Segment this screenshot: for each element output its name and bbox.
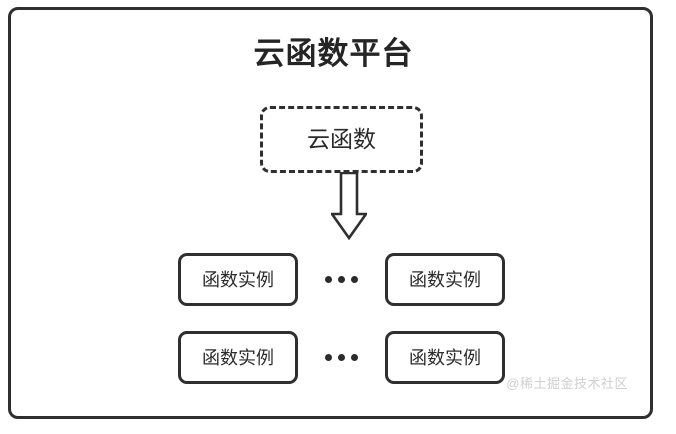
function-instance-label: 函数实例	[202, 347, 274, 368]
ellipsis-dot	[338, 276, 345, 283]
function-instance-node: 函数实例	[178, 331, 298, 384]
down-block-arrow-icon	[329, 171, 369, 241]
ellipsis-dot	[338, 354, 345, 361]
watermark: @稀土掘金技术社区	[506, 376, 628, 391]
cloud-function-label: 云函数	[307, 126, 376, 152]
cloud-function-node: 云函数	[260, 106, 423, 173]
function-instance-label: 函数实例	[409, 347, 481, 368]
platform-title: 云函数平台	[253, 36, 414, 71]
ellipsis-dot	[351, 276, 358, 283]
cloud-function-platform-frame: 云函数平台 云函数 函数实例 函数实例 函数实例	[8, 7, 653, 419]
ellipsis-dot	[351, 354, 358, 361]
ellipsis-icon	[320, 354, 364, 361]
function-instance-label: 函数实例	[409, 269, 481, 290]
ellipsis-dot	[325, 354, 332, 361]
function-instance-row: 函数实例 函数实例	[178, 253, 505, 306]
ellipsis-dot	[325, 276, 332, 283]
function-instance-label: 函数实例	[202, 269, 274, 290]
function-instance-row: 函数实例 函数实例	[178, 331, 505, 384]
function-instance-node: 函数实例	[178, 253, 298, 306]
function-instance-node: 函数实例	[385, 253, 505, 306]
function-instance-node: 函数实例	[385, 331, 505, 384]
ellipsis-icon	[320, 276, 364, 283]
